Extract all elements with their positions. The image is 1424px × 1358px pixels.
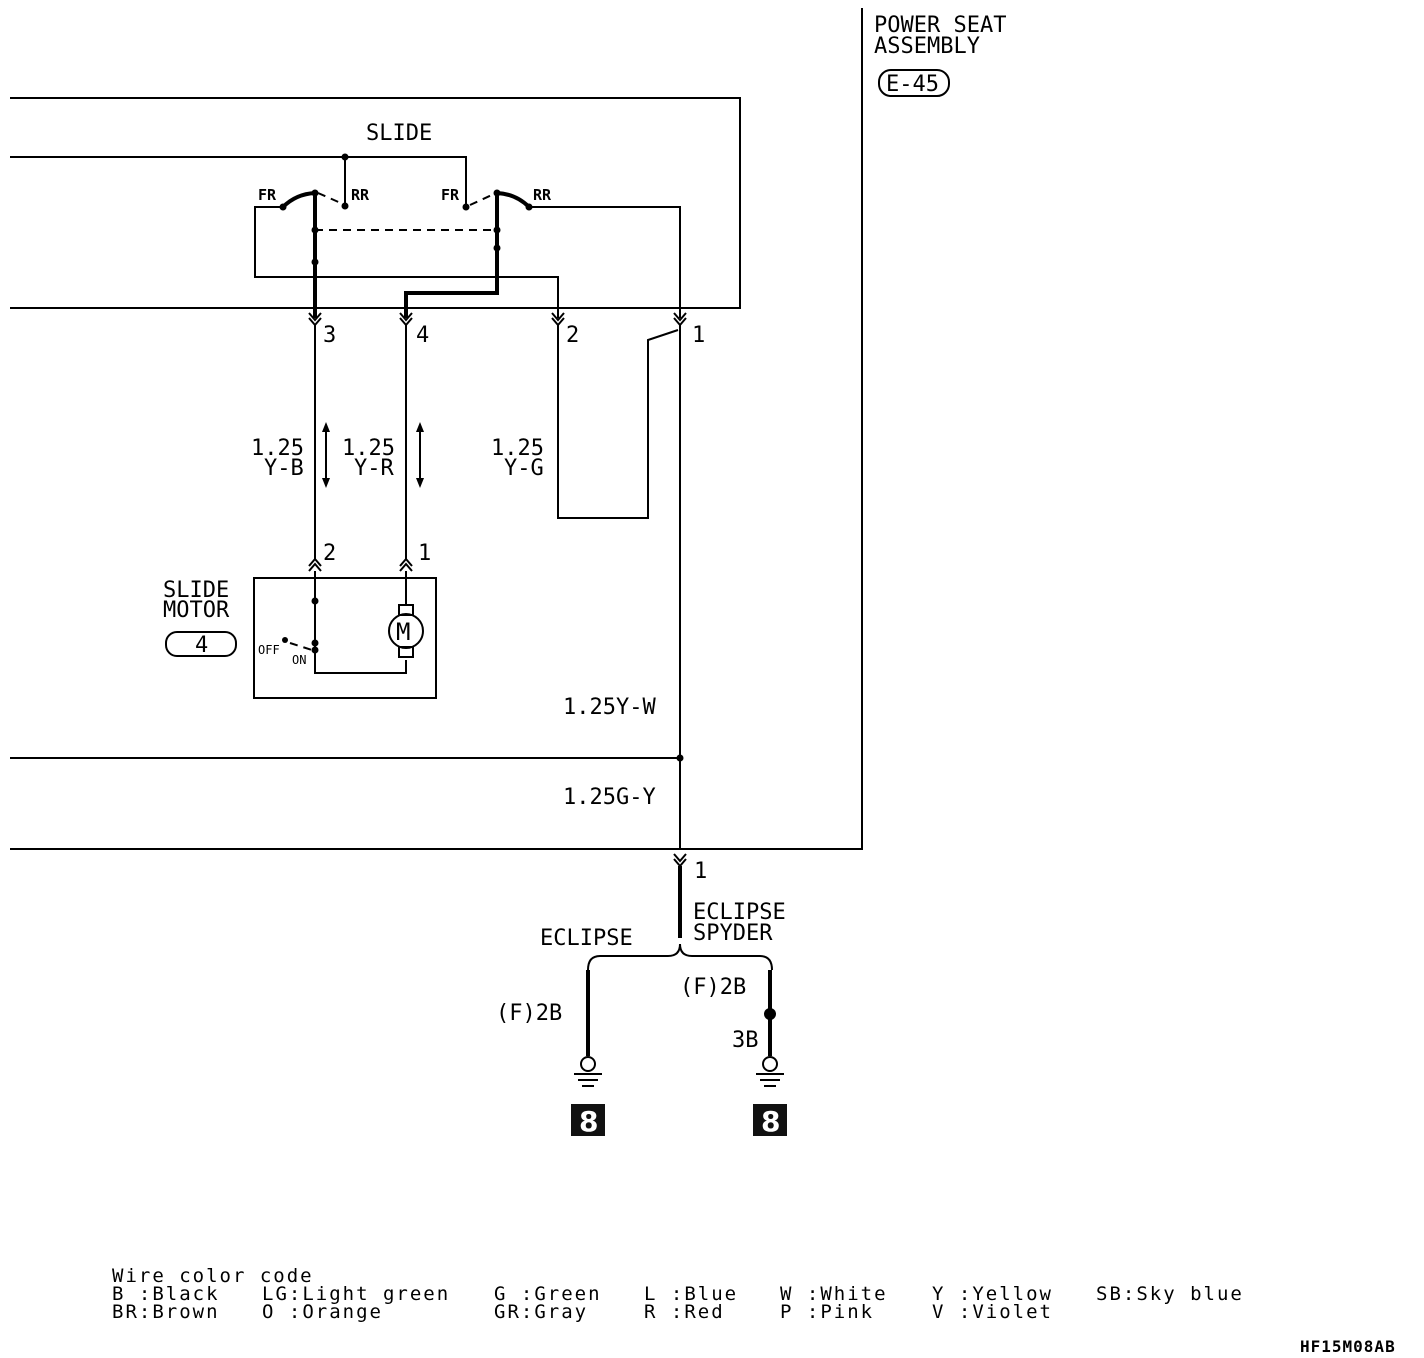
ground-eclipse-label: ECLIPSE	[540, 926, 633, 951]
switch-left-rr-contact	[341, 202, 349, 210]
assembly-title-line1: POWER SEAT	[874, 13, 1006, 38]
switch-rr-wire	[529, 206, 681, 318]
wire-y-g	[557, 325, 679, 519]
ground-right-terminal	[762, 1056, 778, 1072]
motor-label-line2: MOTOR	[163, 598, 230, 623]
motor-label-line1: SLIDE	[163, 578, 229, 603]
legend-entry: W :White	[780, 1283, 888, 1305]
switch-feed-wire	[10, 156, 467, 207]
ground-brace	[587, 943, 773, 971]
wire-g-y-label: 1.25G-Y	[563, 785, 656, 810]
ground-right-point-number: 8	[761, 1105, 780, 1138]
switch-label: SLIDE	[366, 121, 432, 146]
motor-off-contact	[282, 637, 288, 643]
assembly-outline	[10, 8, 863, 850]
ground-right-point-badge	[753, 1104, 787, 1136]
ground-pin-chevron	[673, 853, 687, 868]
motor-internal-dot-2	[311, 639, 319, 647]
legend-entry: Y :Yellow	[932, 1283, 1053, 1305]
legend-entry: LG:Light green	[262, 1283, 450, 1305]
switch-link-dot-2	[493, 226, 501, 234]
legend-entry: O :Orange	[262, 1301, 383, 1323]
switch-right-arm-dash	[469, 193, 495, 206]
ground-right-splice	[764, 1008, 776, 1020]
assembly-title-line2: ASSEMBLY	[874, 34, 980, 59]
motor-internal-return	[314, 650, 407, 674]
wire-y-b-color: Y-B	[264, 456, 304, 481]
motor-on-contact	[311, 646, 319, 654]
switch-rr-right: RR	[533, 186, 552, 204]
switch-fr-left: FR	[258, 186, 277, 204]
switch-pin1-label: 1	[692, 323, 705, 348]
motor-pin2-chevron	[308, 557, 322, 572]
legend-entry: GR:Gray	[494, 1301, 588, 1323]
legend-entry: BR:Brown	[112, 1301, 220, 1323]
ground-left-point-badge	[571, 1104, 605, 1136]
switch-link-dot-3	[311, 258, 319, 266]
legend-entry: V :Violet	[932, 1301, 1053, 1323]
legend-entry: R :Red	[644, 1301, 725, 1323]
motor-limit-switch	[289, 642, 313, 651]
assembly-connector-label: E-45	[886, 72, 939, 97]
switch-right-arm	[496, 191, 531, 209]
switch-box	[10, 97, 741, 309]
switch-right-fr-contact	[462, 203, 470, 211]
switch-feed-junction	[341, 153, 349, 161]
ground-right-wire-label: (F)2B	[680, 975, 746, 1000]
figure-code: HF15M08AB	[1300, 1337, 1396, 1356]
ground-left-point-number: 8	[579, 1105, 598, 1138]
switch-pin3-label: 3	[323, 323, 336, 348]
switch-rr-left: RR	[351, 186, 370, 204]
switch-left-arm-dash	[317, 192, 344, 205]
wire-y-b-arrow	[322, 422, 330, 488]
wire-y-b-gauge: 1.25	[251, 436, 304, 461]
legend-row-2: BR:Brown O :Orange GR:Gray R :Red P :Pin…	[112, 1301, 1053, 1323]
motor-box	[253, 577, 437, 699]
ground-left-terminal	[580, 1056, 596, 1072]
motor-off-label: OFF	[258, 643, 280, 657]
ground-left-wire-label: (F)2B	[496, 1001, 562, 1026]
switch-fr-right: FR	[441, 186, 460, 204]
switch-fr-loop	[254, 206, 559, 318]
wire-y-w-junction	[676, 754, 684, 762]
legend-row-1: B :Black LG:Light green G :Green L :Blue…	[112, 1283, 1244, 1305]
legend-entry: B :Black	[112, 1283, 220, 1305]
motor-on-label: ON	[292, 653, 306, 667]
ground-right-wire2-label: 3B	[732, 1028, 759, 1053]
legend-title: Wire color code	[112, 1265, 314, 1287]
switch-left-arm	[281, 191, 316, 209]
assembly-connector-badge	[878, 69, 950, 97]
wire-y-w-label: 1.25Y-W	[563, 695, 656, 720]
ground-spyder-line2: SPYDER	[693, 921, 773, 946]
wire-y-r-arrow	[416, 422, 424, 488]
motor-symbol: M	[396, 618, 410, 646]
legend-entry: P :Pink	[780, 1301, 874, 1323]
motor-symbol-circle	[388, 613, 424, 649]
wire-y-r-color: Y-R	[354, 456, 394, 481]
legend-entry: SB:Sky blue	[1096, 1283, 1244, 1305]
switch-pin4-wire	[404, 193, 499, 318]
switch-link-dot-1	[311, 226, 319, 234]
motor-pin1-label: 1	[418, 541, 431, 566]
switch-pin4-label: 4	[416, 323, 429, 348]
switch-link-dot-4	[493, 244, 501, 252]
wire-y-g-gauge: 1.25	[491, 436, 544, 461]
legend-entry: L :Blue	[644, 1283, 738, 1305]
wire-y-r-gauge: 1.25	[342, 436, 395, 461]
motor-pin1-chevron	[399, 557, 413, 572]
legend-entry: G :Green	[494, 1283, 602, 1305]
ground-spyder-line1: ECLIPSE	[693, 900, 786, 925]
switch-pin2-label: 2	[566, 323, 579, 348]
motor-connector-label: 4	[195, 633, 208, 658]
motor-connector-badge	[165, 631, 237, 657]
ground-pin-label: 1	[694, 859, 707, 884]
motor-internal-dot-1	[311, 597, 319, 605]
motor-pin2-label: 2	[323, 541, 336, 566]
wire-y-g-color: Y-G	[504, 456, 544, 481]
